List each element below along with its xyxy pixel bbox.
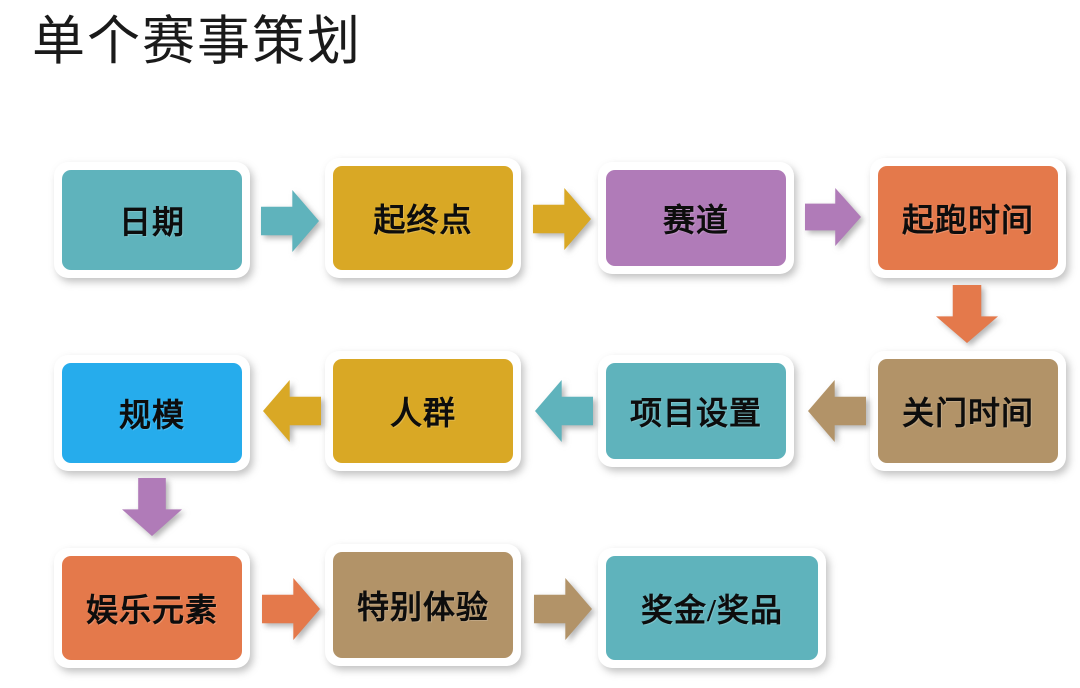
- flow-node-label: 娱乐元素: [85, 592, 218, 628]
- arrow-down-icon: [936, 285, 998, 343]
- arrow-right-icon: [534, 578, 592, 640]
- flow-node-label: 日期: [118, 204, 185, 240]
- flow-node-prizes[interactable]: 奖金/奖品: [598, 548, 826, 668]
- flow-node-label: 关门时间: [901, 395, 1034, 431]
- flow-node-label: 起终点: [373, 202, 473, 238]
- flow-node-label: 项目设置: [629, 395, 762, 431]
- flow-node-label: 赛道: [662, 202, 729, 238]
- flow-node-fill: 特别体验: [333, 552, 513, 658]
- flow-node-label: 特别体验: [356, 589, 489, 625]
- flow-node-date[interactable]: 日期: [54, 162, 250, 278]
- arrow-left-icon: [263, 380, 321, 442]
- arrow-left-icon: [535, 380, 593, 442]
- flow-node-fill: 起终点: [333, 166, 513, 270]
- flow-node-label: 起跑时间: [901, 202, 1034, 238]
- flow-node-scale[interactable]: 规模: [54, 355, 250, 471]
- flow-node-fill: 奖金/奖品: [606, 556, 818, 660]
- flow-node-fill: 项目设置: [606, 363, 786, 459]
- flow-node-fill: 规模: [62, 363, 242, 463]
- arrow-right-icon: [533, 188, 591, 250]
- flow-node-special-exp[interactable]: 特别体验: [325, 544, 521, 666]
- flow-node-start-end[interactable]: 起终点: [325, 158, 521, 278]
- flow-node-fill: 关门时间: [878, 359, 1058, 463]
- arrow-left-icon: [808, 380, 866, 442]
- flow-node-label: 规模: [118, 397, 185, 433]
- arrow-right-icon: [805, 188, 861, 246]
- flow-node-fill: 人群: [333, 359, 513, 463]
- flow-node-fill: 日期: [62, 170, 242, 270]
- flow-node-course[interactable]: 赛道: [598, 162, 794, 274]
- flow-node-fill: 娱乐元素: [62, 556, 242, 660]
- flow-node-fill: 赛道: [606, 170, 786, 266]
- flow-node-label: 人群: [389, 395, 456, 431]
- flow-node-cutoff-time[interactable]: 关门时间: [870, 351, 1066, 471]
- flow-node-label: 奖金/奖品: [641, 592, 783, 628]
- flow-node-entertainment[interactable]: 娱乐元素: [54, 548, 250, 668]
- arrow-right-icon: [261, 190, 319, 252]
- flow-node-event-setup[interactable]: 项目设置: [598, 355, 794, 467]
- flow-node-crowd[interactable]: 人群: [325, 351, 521, 471]
- arrow-right-icon: [262, 578, 320, 640]
- flow-node-fill: 起跑时间: [878, 166, 1058, 270]
- page-title: 单个赛事策划: [32, 13, 362, 71]
- flow-node-start-time[interactable]: 起跑时间: [870, 158, 1066, 278]
- arrow-down-icon: [122, 478, 182, 536]
